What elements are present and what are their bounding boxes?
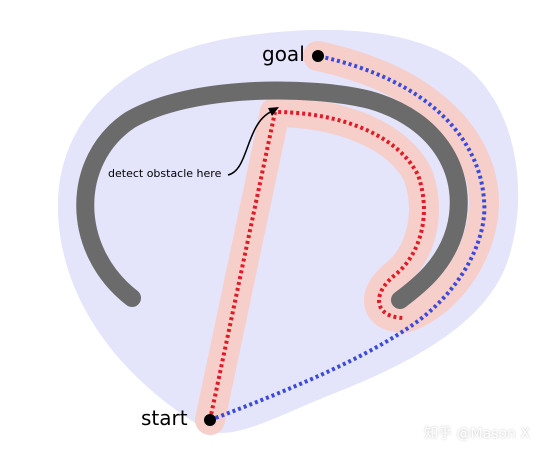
start-point bbox=[204, 414, 216, 426]
goal-point bbox=[312, 50, 324, 62]
annotation-arrowhead bbox=[268, 107, 279, 116]
annotation-arrow bbox=[227, 109, 276, 176]
watermark: 知乎 @Mason X bbox=[424, 426, 530, 442]
goal-label: goal bbox=[262, 42, 305, 66]
annotation-label: detect obstacle here bbox=[108, 167, 222, 180]
obstacle bbox=[76, 81, 468, 309]
direct-route bbox=[209, 54, 487, 422]
travelled-route bbox=[208, 109, 426, 421]
start-label: start bbox=[141, 406, 188, 430]
